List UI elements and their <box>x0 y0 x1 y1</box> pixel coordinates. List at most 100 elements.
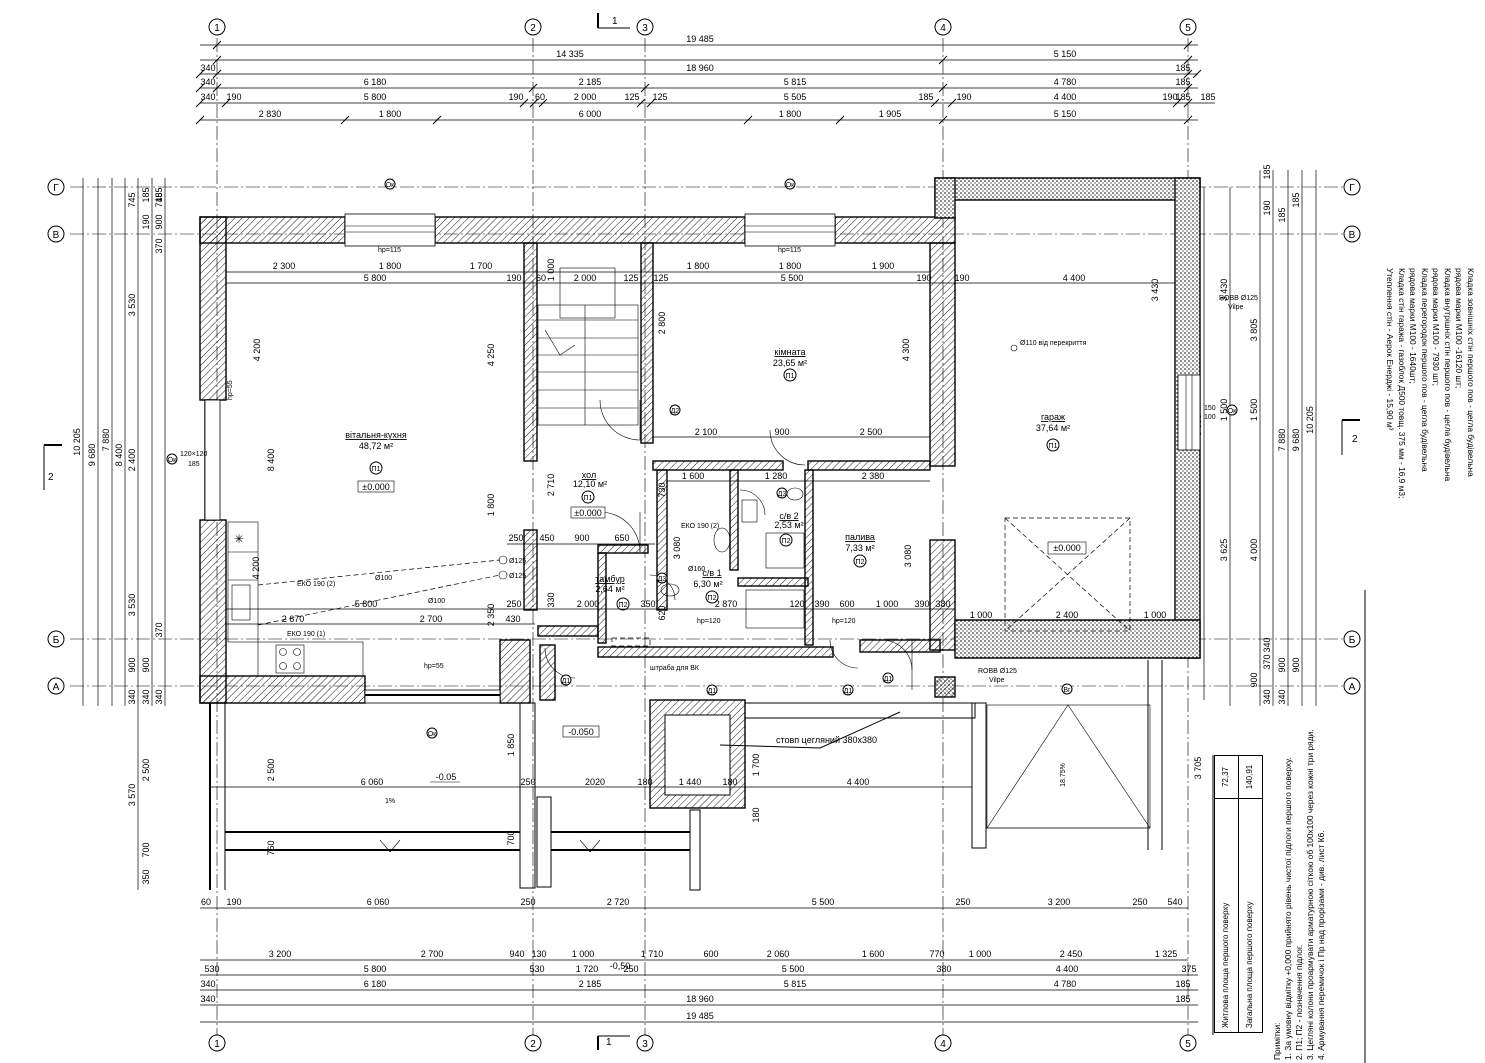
svg-text:4 400: 4 400 <box>1063 273 1086 283</box>
svg-text:4 780: 4 780 <box>1054 77 1077 87</box>
axis-label-1-top: 1 <box>214 23 220 34</box>
svg-text:7,33 м²: 7,33 м² <box>845 543 874 553</box>
svg-text:1 000: 1 000 <box>876 599 899 609</box>
note-line: рядова марки М100 - 7930 шт; <box>1431 268 1442 386</box>
svg-text:185: 185 <box>1200 92 1215 102</box>
area-label: Загальна площа першого поверху <box>1239 798 1262 1032</box>
right-dimensions: 185 190 3 805 1 500 4 000 900 340 185 7 … <box>1193 164 1317 779</box>
svg-text:5 150: 5 150 <box>1054 49 1077 59</box>
svg-text:600: 600 <box>839 599 854 609</box>
svg-text:125: 125 <box>652 92 667 102</box>
svg-text:900: 900 <box>154 214 164 229</box>
svg-text:2 185: 2 185 <box>579 979 602 989</box>
svg-text:2 710: 2 710 <box>546 474 556 497</box>
svg-text:900: 900 <box>127 657 137 672</box>
svg-text:2 720: 2 720 <box>607 897 630 907</box>
svg-text:390: 390 <box>814 599 829 609</box>
svg-text:4 400: 4 400 <box>1056 964 1079 974</box>
area-table: Житлова площа першого поверху 72,37 Зага… <box>1214 755 1263 1033</box>
svg-text:340: 340 <box>141 689 151 704</box>
note-line: Кладка перегородок першого пов - цегла б… <box>1420 268 1430 472</box>
svg-text:А: А <box>53 682 60 693</box>
svg-text:18.75%: 18.75% <box>1060 763 1067 787</box>
svg-text:3 200: 3 200 <box>269 949 292 959</box>
svg-text:2 870: 2 870 <box>715 599 738 609</box>
room-name-boiler: палива <box>845 532 875 542</box>
svg-text:390: 390 <box>914 599 929 609</box>
svg-text:125: 125 <box>653 273 668 283</box>
svg-text:Д1: Д1 <box>562 678 571 685</box>
area-label: Житлова площа першого поверху <box>1215 798 1238 1032</box>
svg-text:760: 760 <box>266 840 276 855</box>
svg-text:1 500: 1 500 <box>1219 399 1229 422</box>
area-value: 140,91 <box>1245 764 1254 790</box>
svg-text:190: 190 <box>226 92 241 102</box>
svg-text:Г: Г <box>53 183 59 194</box>
svg-text:60: 60 <box>535 92 545 102</box>
svg-text:3 570: 3 570 <box>127 784 137 807</box>
svg-text:-0.05: -0.05 <box>436 772 457 782</box>
svg-text:-0.050: -0.050 <box>568 727 594 737</box>
svg-text:3 430: 3 430 <box>1150 279 1160 302</box>
svg-text:185: 185 <box>1175 979 1190 989</box>
svg-text:5 800: 5 800 <box>364 964 387 974</box>
svg-text:1 000: 1 000 <box>572 949 595 959</box>
svg-text:ЕКО 190 (2): ЕКО 190 (2) <box>297 581 335 588</box>
svg-text:3 430: 3 430 <box>1219 279 1229 302</box>
svg-text:1 800: 1 800 <box>779 261 802 271</box>
svg-text:2 000: 2 000 <box>574 273 597 283</box>
svg-text:В: В <box>1349 230 1356 241</box>
svg-text:8 400: 8 400 <box>266 449 276 472</box>
svg-text:1 700: 1 700 <box>470 261 493 271</box>
svg-text:6 060: 6 060 <box>367 897 390 907</box>
svg-text:П2: П2 <box>708 595 717 602</box>
svg-text:1: 1 <box>606 1037 612 1048</box>
svg-text:340: 340 <box>200 994 215 1004</box>
svg-text:37,64 м²: 37,64 м² <box>1036 423 1070 433</box>
svg-text:2 670: 2 670 <box>282 614 305 624</box>
svg-text:3: 3 <box>642 23 648 34</box>
svg-text:1 600: 1 600 <box>682 471 705 481</box>
svg-text:185: 185 <box>1277 207 1287 222</box>
svg-text:1 710: 1 710 <box>641 949 664 959</box>
svg-text:6 180: 6 180 <box>364 979 387 989</box>
svg-text:180: 180 <box>751 807 761 822</box>
svg-text:185: 185 <box>141 187 151 202</box>
svg-text:2,53 м²: 2,53 м² <box>774 520 803 530</box>
svg-text:190: 190 <box>1162 92 1177 102</box>
svg-text:П2: П2 <box>619 602 628 609</box>
svg-text:185: 185 <box>1175 994 1190 1004</box>
svg-text:П1: П1 <box>584 495 593 502</box>
svg-text:5 800: 5 800 <box>355 599 378 609</box>
svg-text:2 500: 2 500 <box>860 427 883 437</box>
svg-text:370: 370 <box>154 238 164 253</box>
svg-text:2,64 м²: 2,64 м² <box>595 584 624 594</box>
svg-text:5: 5 <box>1185 23 1191 34</box>
room-name-hall: хол <box>582 470 596 480</box>
svg-text:П1: П1 <box>372 466 381 473</box>
svg-text:hp=55: hp=55 <box>424 663 444 670</box>
svg-text:±0.000: ±0.000 <box>1053 543 1080 553</box>
svg-text:900: 900 <box>574 533 589 543</box>
svg-text:10 205: 10 205 <box>1305 406 1315 434</box>
svg-text:2 500: 2 500 <box>141 759 151 782</box>
svg-text:190: 190 <box>916 273 931 283</box>
svg-text:340: 340 <box>1262 637 1272 652</box>
kitchen-fixtures: ✳ <box>227 521 364 677</box>
svg-text:5: 5 <box>1185 1039 1191 1050</box>
svg-text:3 625: 3 625 <box>1219 539 1229 562</box>
svg-text:Д2: Д2 <box>671 408 680 415</box>
opening-tags: Ок Ок Д2 Д3 Д3 Д1 Д1 Д1 Д1 Вг Ок Ок Ок <box>166 178 1238 739</box>
svg-text:350: 350 <box>640 599 655 609</box>
svg-text:Ок: Ок <box>168 457 177 464</box>
svg-text:6 060: 6 060 <box>361 777 384 787</box>
svg-text:1 800: 1 800 <box>379 109 402 119</box>
svg-text:1 800: 1 800 <box>379 261 402 271</box>
general-notes: Примітки: 1. За умовну відмітку +0,000 п… <box>1272 700 1337 1060</box>
top-dimensions: 19 485 14 335 5 150 340 18 960 185 340 6… <box>195 34 1216 125</box>
svg-text:hp=115: hp=115 <box>378 247 401 254</box>
svg-text:745: 745 <box>127 192 137 207</box>
bottom-dimensions: 60 190 6 060 250 2 720 5 500 250 3 200 2… <box>200 897 1198 1023</box>
note-item: 3. Цегляні колони проармувати арматурною… <box>1305 729 1315 1060</box>
svg-text:190: 190 <box>141 214 151 229</box>
